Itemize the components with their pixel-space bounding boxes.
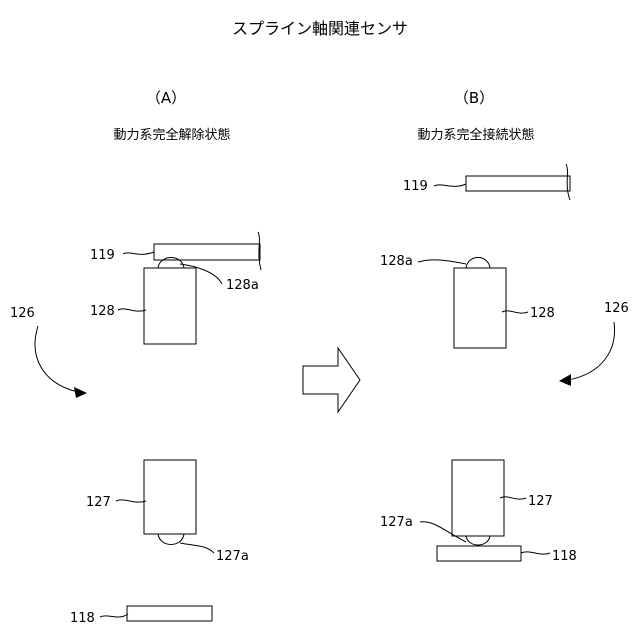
panel-b-ref-128a: 128a [380, 254, 413, 269]
panel-a-arrow-126-head [74, 387, 87, 398]
panel-a-ref-127: 127 [86, 495, 111, 510]
panel-a-sensor-127 [144, 460, 196, 534]
panel-b-arrow-126 [568, 322, 615, 380]
panel-b-state: 動力系完全接続状態 [417, 127, 534, 143]
panel-a-ref-128: 128 [90, 304, 115, 319]
panel-b-leader-128a [418, 260, 466, 264]
panel-a-ref-128a: 128a [226, 278, 259, 293]
panel-a-ref-118: 118 [70, 611, 95, 626]
panel-b-ref-118: 118 [552, 549, 577, 564]
panel-b-leader-119 [434, 184, 466, 186]
panel-b-arrow-126-head [559, 374, 571, 386]
panel-a-leader-128 [118, 309, 146, 311]
panel-b-ref-128: 128 [530, 306, 555, 321]
panel-a-ref-127a: 127a [216, 549, 249, 564]
panel-a-leader-127 [116, 500, 146, 502]
panel-b-sensor-128 [454, 268, 506, 348]
panel-b-label: （B） [454, 89, 494, 107]
panel-b-sensor-128-wire [466, 258, 490, 269]
panel-b-ref-126: 126 [604, 301, 629, 316]
panel-a-ref-126: 126 [10, 306, 35, 321]
panel-a-label: （A） [146, 89, 186, 107]
panel-a-leader-118 [100, 614, 128, 617]
panel-b-ref-119: 119 [403, 179, 428, 194]
panel-b-sensor-127 [452, 460, 504, 536]
panel-b-ref-127a: 127a [380, 515, 413, 530]
panel-b-leader-118 [521, 552, 550, 554]
panel-a-arrow-126 [35, 326, 78, 392]
transition-arrow [303, 348, 360, 412]
panel-a-leader-119 [123, 252, 154, 254]
panel-b-ref-127: 127 [528, 494, 553, 509]
panel-a-sensor-128 [144, 268, 196, 344]
panel-b-plate-119 [466, 176, 570, 191]
diagram-title: スプライン軸関連センサ [232, 19, 408, 38]
panel-b: （B） 動力系完全接続状態 119 128a 128 126 127 127a … [380, 89, 629, 564]
panel-b-sensor-127-wire [466, 536, 490, 545]
panel-a-ref-119: 119 [90, 248, 115, 263]
panel-a-leader-127a [180, 543, 214, 553]
panel-b-plate-118 [437, 546, 521, 561]
panel-a-state: 動力系完全解除状態 [113, 127, 230, 143]
panel-a: （A） 動力系完全解除状態 119 128 128a 126 127 127a … [10, 89, 261, 626]
panel-a-plate-118 [127, 606, 212, 621]
